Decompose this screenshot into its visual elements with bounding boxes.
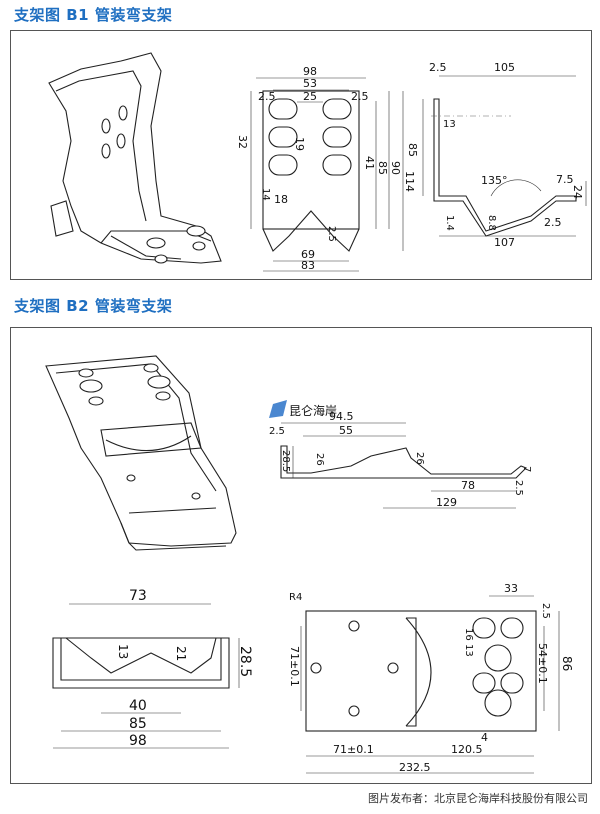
- b2-front-dim: 28.5: [237, 646, 253, 677]
- b2-side-dim: 55: [339, 424, 353, 437]
- b2-side-view: 94.5 55 2.5 28.5 26 26 7 78 2.5 129: [269, 410, 532, 509]
- section-title-b1: 支架图 B1 管装弯支架: [14, 6, 173, 24]
- b1-isometric-view: [48, 52, 222, 264]
- b2-side-dim: 26: [314, 453, 325, 466]
- b2-side-dim: 28.5: [280, 450, 291, 472]
- b1-side-dim: 2.5: [544, 216, 562, 229]
- b1-front-dim: 69: [301, 248, 315, 261]
- b2-front-dim: 85: [129, 716, 147, 732]
- b2-side-dim: 94.5: [329, 410, 354, 423]
- b2-drawing: 昆仑海岸 94.5 55 2.5 28.5 26 26 7 78 2.5 129: [45, 355, 574, 774]
- b1-front-dim: 2.5: [351, 90, 369, 103]
- b1-drawing-panel: 98 53 25 2.5 2.5 32 19 41 85 90 114 14 1…: [10, 30, 592, 280]
- b2-top-dim: R4: [289, 592, 302, 603]
- b2-side-dim: 2.5: [513, 480, 524, 496]
- b1-drawing: 98 53 25 2.5 2.5 32 19 41 85 90 114 14 1…: [48, 52, 587, 272]
- b2-logo: 昆仑海岸: [269, 400, 337, 418]
- b2-top-dim: 33: [504, 582, 518, 595]
- b1-side-dim: 1.4: [444, 215, 455, 231]
- b1-side-dim: 8.8: [486, 215, 497, 231]
- b2-top-dim: 120.5: [451, 743, 483, 756]
- b1-side-dim: 85: [406, 143, 419, 157]
- b2-top-dim: 4: [481, 731, 488, 744]
- b1-front-view: 98 53 25 2.5 2.5 32 19 41 85 90 114 14 1…: [236, 65, 416, 272]
- b1-side-dim: 2.5: [429, 61, 447, 74]
- b1-side-view: 2.5 105 13 85 135° 8.8 7.5 24 1.4 2.5 10…: [406, 61, 587, 249]
- b1-front-dim: 2.5: [326, 226, 337, 242]
- logo-text: 昆仑海岸: [289, 403, 337, 418]
- b2-isometric-view: [45, 355, 237, 551]
- b1-side-dim: 24: [571, 185, 584, 199]
- b1-front-dim: 32: [236, 135, 249, 149]
- b2-top-dim: 86: [560, 656, 574, 671]
- b1-front-dim: 98: [303, 65, 317, 78]
- b2-front-dim: 40: [129, 698, 147, 714]
- b2-front-dim: 13: [116, 644, 130, 659]
- b2-top-dim: 71±0.1: [333, 743, 374, 756]
- b1-side-dim: 13: [443, 119, 456, 130]
- b2-top-dim: 16: [463, 628, 474, 641]
- b2-side-dim: 26: [414, 452, 425, 465]
- b2-front-dim: 98: [129, 733, 147, 749]
- b2-top-dim: 71±0.1: [288, 646, 301, 687]
- b1-front-dim: 41: [363, 156, 376, 170]
- b1-front-dim: 25: [303, 90, 317, 103]
- b1-front-dim: 85: [376, 161, 389, 175]
- footer-credit: 图片发布者：北京昆仑海岸科技股份有限公司: [368, 792, 588, 805]
- b2-top-dim: 54±0.1: [536, 643, 549, 684]
- b1-front-dim: 14: [260, 188, 271, 201]
- b2-side-dim: 78: [461, 479, 475, 492]
- b1-side-dim: 7.5: [556, 173, 574, 186]
- b2-side-dim: 129: [436, 496, 457, 509]
- b1-front-dim: 2.5: [258, 90, 276, 103]
- b2-front-view: 73 13 21 28.5 40 85 98: [52, 588, 253, 749]
- b2-top-dim: 2.5: [540, 603, 551, 619]
- b2-side-dim: 7: [521, 466, 532, 472]
- b1-side-dim: 105: [494, 61, 515, 74]
- b2-top-dim: 13: [463, 644, 474, 657]
- b1-front-dim: 114: [403, 171, 416, 192]
- b1-front-dim: 53: [303, 77, 317, 90]
- b1-front-dim: 19: [293, 137, 306, 151]
- b1-front-dim: 83: [301, 259, 315, 272]
- section-title-b2: 支架图 B2 管装弯支架: [14, 297, 173, 315]
- b1-front-dim: 90: [389, 161, 402, 175]
- b2-top-view: R4 33 2.5 16 13 54±0.1 86 71±0.1 4 71±0.…: [288, 582, 574, 774]
- b2-drawing-panel: 昆仑海岸 94.5 55 2.5 28.5 26 26 7 78 2.5 129: [10, 327, 592, 784]
- b2-side-dim: 2.5: [269, 426, 285, 437]
- b2-top-dim: 232.5: [399, 761, 431, 774]
- b2-front-dim: 21: [174, 646, 188, 661]
- b1-side-dim: 107: [494, 236, 515, 249]
- b1-side-dim: 135°: [481, 174, 508, 187]
- b1-front-dim: 18: [274, 193, 288, 206]
- b2-front-dim: 73: [129, 588, 147, 604]
